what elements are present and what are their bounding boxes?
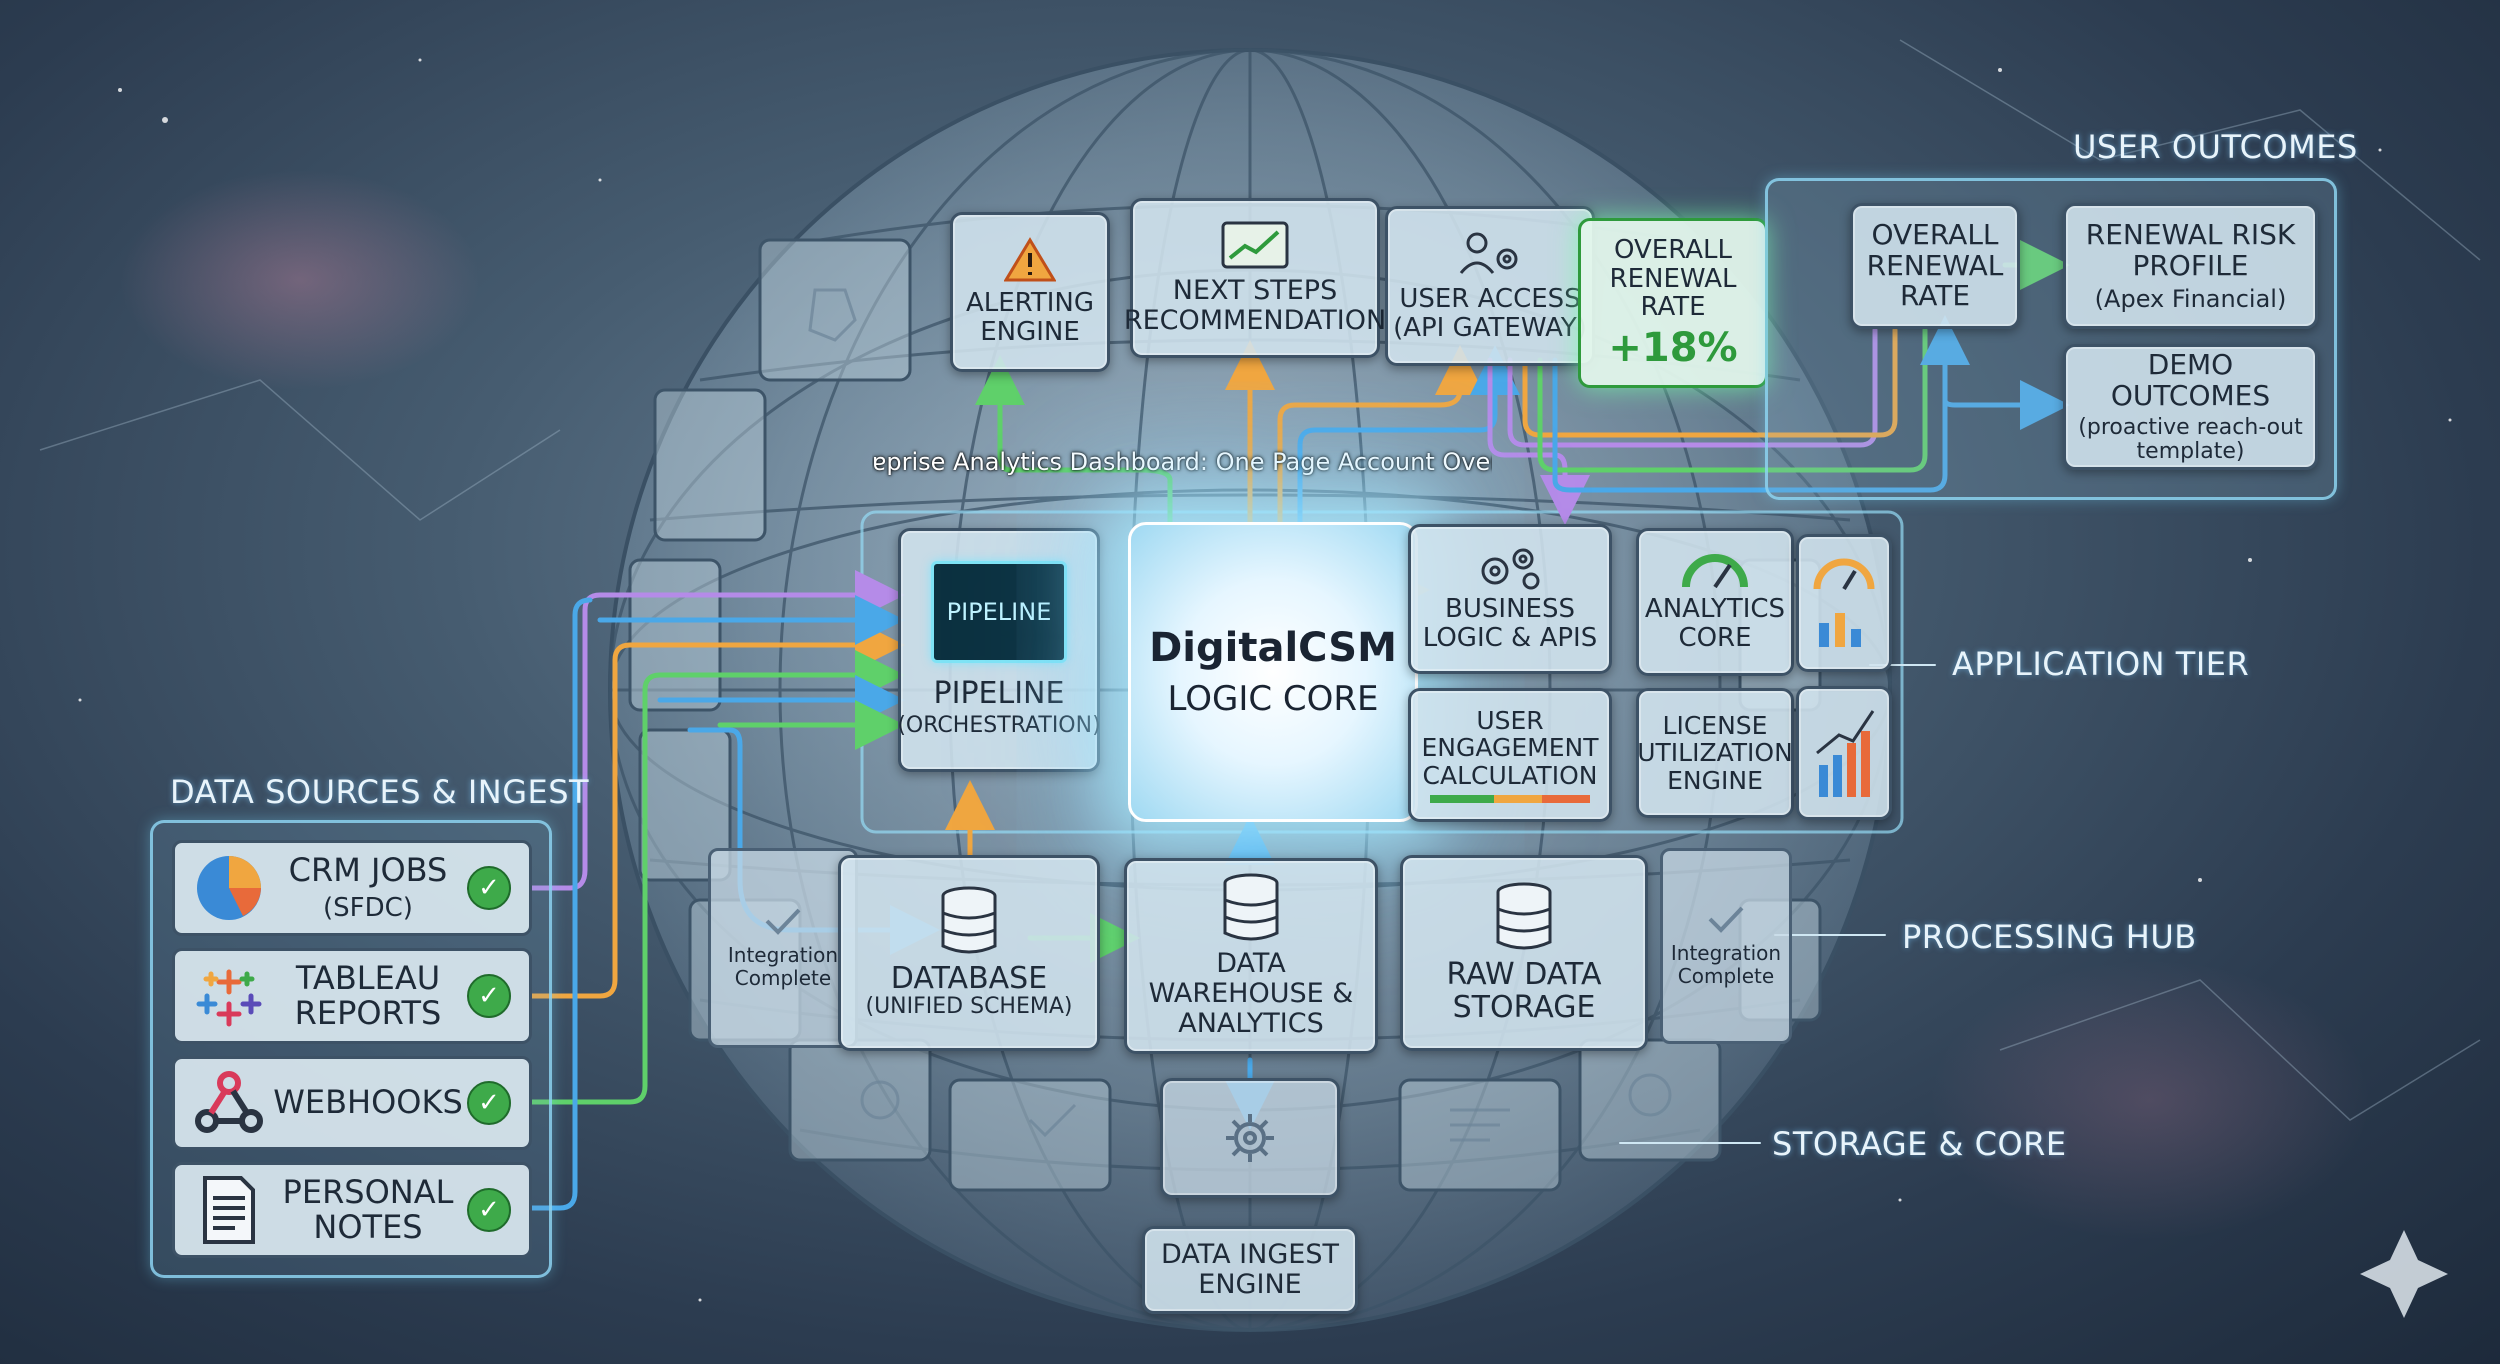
storage-gear-tile <box>1160 1078 1340 1198</box>
core-title: DigitalCSM <box>1149 625 1397 671</box>
overall-renewal-rate-label: OVERALL RENEWAL RATE <box>1866 217 2004 313</box>
business-logic-panel[interactable]: BUSINESS LOGIC & APIs <box>1408 524 1612 674</box>
integration-right-label: Integration Complete <box>1670 941 1782 988</box>
database-label: DATABASE <box>890 961 1048 997</box>
source-crm-jobs[interactable]: CRM JOBS (SFDC) ✓ <box>172 840 532 936</box>
data-warehouse-label: DATA WAREHOUSE & ANALYTICS <box>1148 948 1354 1039</box>
renewal-risk-panel[interactable]: RENEWAL RISK PROFILE (Apex Financial) <box>2063 203 2318 329</box>
renewal-tile-value: +18% <box>1608 324 1738 371</box>
check-icon: ✓ <box>467 866 511 910</box>
source-label: PERSONAL <box>282 1172 454 1211</box>
source-label: WEBHOOKS <box>273 1083 463 1122</box>
gears-icon <box>1481 548 1540 590</box>
users-gear-icon <box>1459 232 1518 275</box>
webhook-icon <box>189 1063 269 1143</box>
analytics-core-label: ANALYTICS CORE <box>1644 594 1786 653</box>
database-icon <box>1496 882 1552 950</box>
renewal-rate-tile[interactable]: OVERALL RENEWAL RATE +18% <box>1578 218 1768 388</box>
gauge-bars-icon <box>1813 558 1875 647</box>
source-sublabel: NOTES <box>313 1208 423 1246</box>
growth-chart-icon <box>1816 710 1875 797</box>
check-icon <box>765 908 801 935</box>
source-label: CRM JOBS <box>288 850 448 889</box>
data-ingest-engine-label: DATA INGEST ENGINE <box>1161 1239 1339 1300</box>
gear-icon <box>1226 1114 1274 1162</box>
pie-chart-icon <box>189 848 269 928</box>
renewal-tile-title: OVERALL RENEWAL RATE <box>1609 235 1737 323</box>
source-sublabel: REPORTS <box>294 994 442 1032</box>
source-sublabel: (SFDC) <box>323 893 413 923</box>
demo-outcomes-label: DEMO OUTCOMES <box>2110 348 2271 412</box>
tableau-cross-icon <box>189 956 269 1036</box>
license-utilization-panel[interactable]: LICENSE UTILIZATION ENGINE <box>1636 688 1794 818</box>
source-label: TABLEAU <box>295 958 441 997</box>
renewal-risk-sublabel: (Apex Financial) <box>2094 284 2287 313</box>
section-label-storage-core: STORAGE & CORE <box>1772 1125 2067 1163</box>
analytics-core-panel[interactable]: ANALYTICS CORE <box>1636 528 1794 676</box>
user-engagement-panel[interactable]: USER ENGAGEMENT CALCULATION <box>1408 688 1612 822</box>
database-icon <box>1223 873 1279 941</box>
user-access-panel[interactable]: USER ACCESS (API GATEWAY) <box>1385 206 1595 366</box>
business-logic-label: BUSINESS LOGIC & APIs <box>1422 594 1598 653</box>
trend-chart-icon <box>1221 221 1289 269</box>
alerting-engine-label: ALERTING ENGINE <box>965 288 1095 347</box>
check-icon: ✓ <box>467 1188 511 1232</box>
pipeline-panel[interactable]: PIPELINE PIPELINE (ORCHESTRATION) <box>897 528 1101 772</box>
alerting-engine-panel[interactable]: ALERTING ENGINE <box>950 212 1110 372</box>
raw-storage-panel[interactable]: RAW DATA STORAGE <box>1400 855 1648 1051</box>
gauge-bars-tile <box>1796 534 1892 672</box>
data-ingest-engine-panel[interactable]: DATA INGEST ENGINE <box>1142 1226 1358 1314</box>
check-icon: ✓ <box>467 1081 511 1125</box>
license-utilization-label: LICENSE UTILIZATION ENGINE <box>1637 710 1793 795</box>
check-icon <box>1708 906 1744 933</box>
gauge-icon <box>1682 554 1748 589</box>
growth-chart-tile <box>1796 686 1892 820</box>
next-steps-label: NEXT STEPS RECOMMENDATION <box>1123 275 1387 336</box>
warning-icon <box>1004 237 1056 282</box>
integration-complete-right: Integration Complete <box>1660 848 1792 1044</box>
demo-outcomes-sublabel: (proactive reach-out template) <box>2078 414 2303 464</box>
integration-left-label: Integration Complete <box>727 943 839 990</box>
database-panel[interactable]: DATABASE (UNIFIED SCHEMA) <box>838 855 1100 1051</box>
document-icon <box>189 1170 269 1250</box>
logic-core[interactable]: DigitalCSM LOGIC CORE <box>1128 522 1418 822</box>
section-label-processing-hub: PROCESSING HUB <box>1902 918 2197 956</box>
data-warehouse-panel[interactable]: DATA WAREHOUSE & ANALYTICS <box>1124 858 1378 1054</box>
pipeline-sublabel: (ORCHESTRATION) <box>897 713 1101 739</box>
database-sublabel: (UNIFIED SCHEMA) <box>865 994 1073 1020</box>
dashboard-caption: ɐprise Analytics Dashboard: One Page Acc… <box>872 448 1492 476</box>
processor-chip-icon: PIPELINE <box>931 561 1067 664</box>
check-icon: ✓ <box>467 974 511 1018</box>
section-label-data-sources: DATA SOURCES & INGEST <box>170 773 590 811</box>
user-access-label: USER ACCESS (API GATEWAY) <box>1393 284 1587 343</box>
pipeline-label: PIPELINE <box>933 676 1065 712</box>
user-engagement-label: USER ENGAGEMENT CALCULATION <box>1421 705 1599 790</box>
section-label-user-outcomes: USER OUTCOMES <box>2073 128 2358 166</box>
source-webhooks[interactable]: WEBHOOKS ✓ <box>172 1056 532 1150</box>
next-steps-panel[interactable]: NEXT STEPS RECOMMENDATION <box>1124 198 1386 358</box>
overall-renewal-rate-panel[interactable]: OVERALL RENEWAL RATE <box>1850 203 2020 329</box>
pipeline-chip-label: PIPELINE <box>946 598 1052 627</box>
engagement-bar <box>1430 795 1590 804</box>
raw-storage-label: RAW DATA STORAGE <box>1446 957 1602 1025</box>
demo-outcomes-panel[interactable]: DEMO OUTCOMES (proactive reach-out templ… <box>2063 344 2318 470</box>
renewal-risk-label: RENEWAL RISK PROFILE <box>2085 218 2296 282</box>
integration-complete-left: Integration Complete <box>708 848 858 1048</box>
core-subtitle: LOGIC CORE <box>1167 679 1379 719</box>
database-icon <box>941 886 997 954</box>
section-label-application-tier: APPLICATION TIER <box>1952 645 2250 683</box>
